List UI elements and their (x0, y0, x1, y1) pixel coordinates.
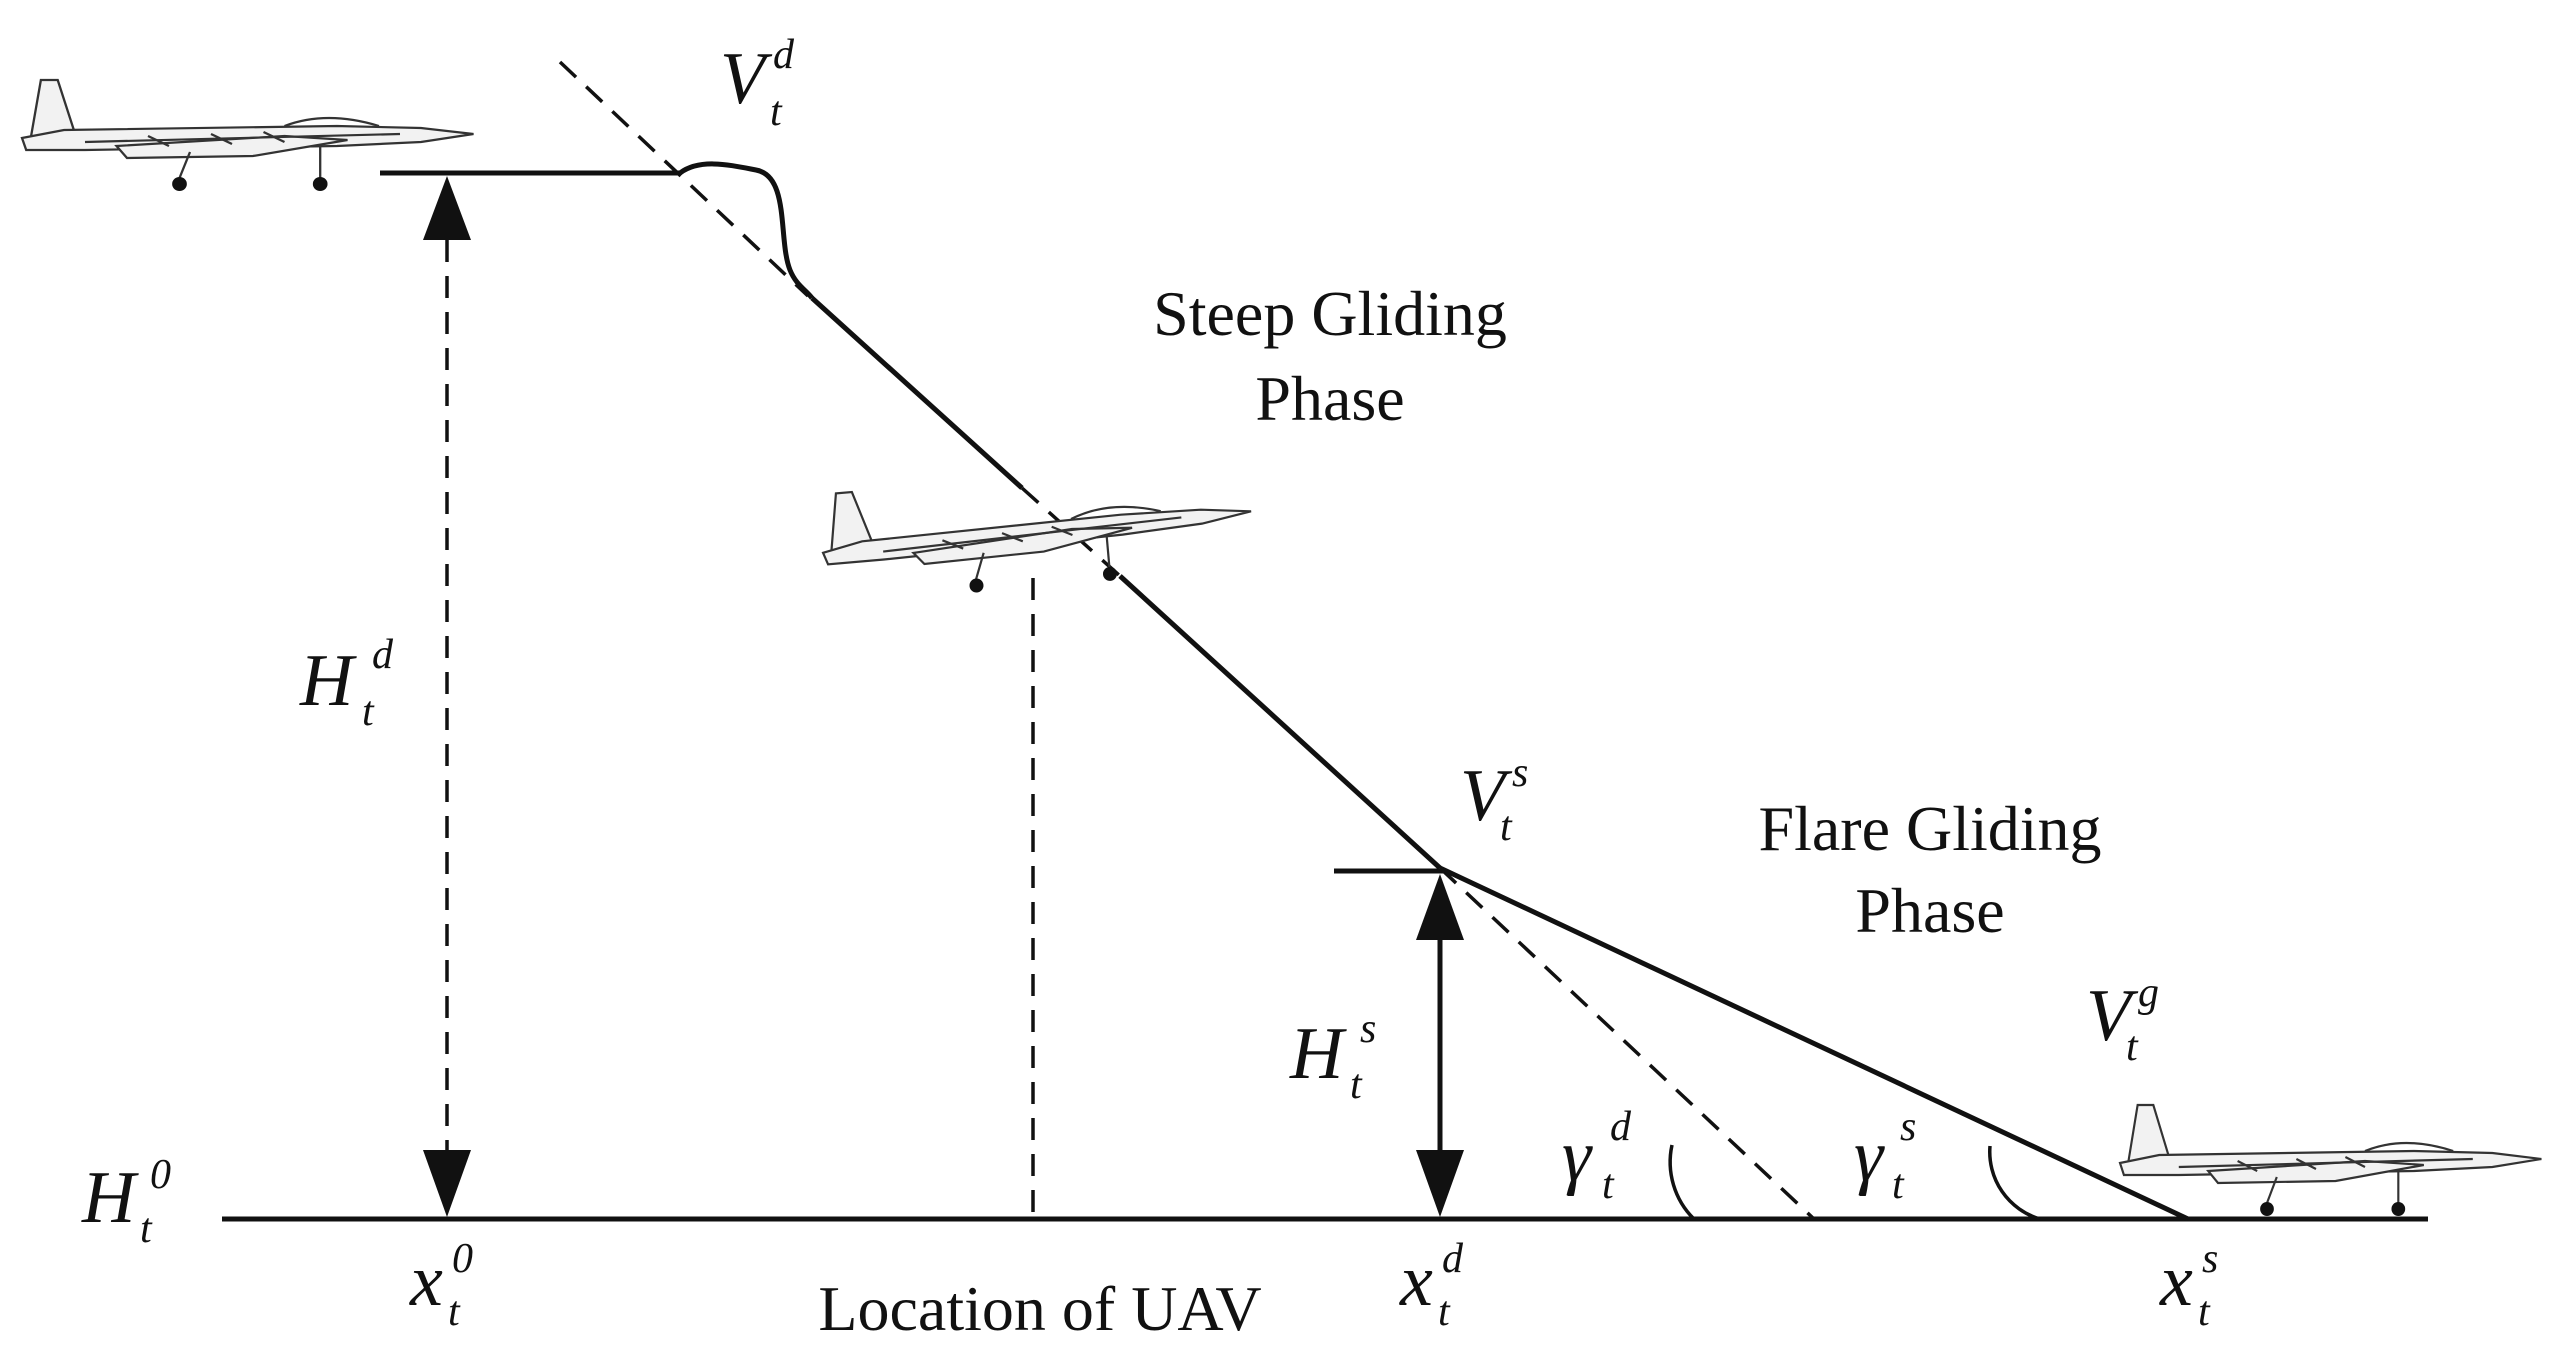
svg-text:d: d (1442, 1236, 1464, 1282)
transition-curve (678, 161, 814, 300)
svg-text:t: t (2198, 1289, 2211, 1335)
svg-text:x: x (2159, 1240, 2193, 1322)
svg-text:t: t (1438, 1289, 1451, 1335)
symbol-gamma-d: γ d t (1562, 1104, 1632, 1208)
svg-text:V: V (720, 38, 773, 120)
steep-glide-dashed-to-ground (1438, 866, 1816, 1221)
svg-text:0: 0 (452, 1236, 473, 1282)
steep-glide-line-upper (810, 296, 1024, 490)
flare-glide-line (1438, 865, 2190, 1222)
height-Hs-arrow (1416, 874, 1464, 1217)
svg-text:d: d (372, 632, 394, 678)
svg-text:t: t (1350, 1062, 1363, 1108)
svg-text:H: H (81, 1157, 139, 1239)
svg-text:V: V (2086, 975, 2139, 1057)
svg-text:t: t (770, 89, 783, 135)
steep-glide-extension-dashed (558, 60, 810, 298)
svg-text:g: g (2138, 970, 2159, 1016)
svg-text:γ: γ (1854, 1115, 1885, 1197)
svg-text:s: s (1360, 1006, 1376, 1052)
steep-phase-label-line2: Phase (1255, 363, 1404, 434)
svg-text:s: s (1900, 1104, 1916, 1150)
svg-text:t: t (2126, 1024, 2139, 1070)
flare-phase-label-line1: Flare Gliding (1758, 793, 2101, 864)
flare-phase-label-line2: Phase (1855, 875, 2004, 946)
svg-text:s: s (1512, 750, 1528, 796)
symbol-gamma-s: γ s t (1854, 1104, 1916, 1208)
uav-aircraft-icon (2118, 1103, 2543, 1218)
symbol-x-d: x d t (1399, 1236, 1464, 1335)
svg-text:t: t (448, 1289, 461, 1335)
symbol-V-s: V s t (1460, 750, 1528, 850)
svg-text:t: t (1602, 1162, 1615, 1208)
svg-text:d: d (773, 32, 795, 78)
gamma-d-angle-arc (1668, 1144, 1696, 1221)
svg-text:x: x (1399, 1240, 1433, 1322)
svg-text:γ: γ (1562, 1115, 1593, 1197)
symbol-H-s: H s t (1289, 1006, 1376, 1108)
symbol-H-0: H 0 t (81, 1152, 171, 1252)
svg-text:s: s (2202, 1236, 2218, 1282)
svg-text:t: t (140, 1206, 153, 1252)
x-axis-label: Location of UAV (818, 1273, 1261, 1344)
symbol-V-d: V d t (720, 32, 795, 135)
gamma-s-angle-arc (1988, 1145, 2041, 1221)
svg-text:t: t (1892, 1162, 1905, 1208)
symbol-x-s: x s t (2159, 1236, 2218, 1335)
svg-text:t: t (1500, 804, 1513, 850)
svg-text:0: 0 (150, 1152, 171, 1198)
symbol-H-d: H d t (299, 632, 394, 735)
svg-text:V: V (1460, 755, 1513, 837)
svg-text:d: d (1610, 1104, 1632, 1150)
steep-glide-line-lower (1118, 574, 1442, 870)
uav-aircraft-icon (816, 456, 1258, 607)
height-Hd-arrow (423, 176, 471, 1217)
steep-glide-dashed-mid (1020, 486, 1122, 578)
svg-text:x: x (409, 1240, 443, 1322)
symbol-V-g: V g t (2086, 970, 2159, 1070)
symbol-x-0: x 0 t (409, 1236, 473, 1335)
svg-text:t: t (362, 689, 375, 735)
svg-text:H: H (299, 640, 357, 722)
steep-phase-label-line1: Steep Gliding (1153, 278, 1507, 349)
svg-text:H: H (1289, 1013, 1347, 1095)
